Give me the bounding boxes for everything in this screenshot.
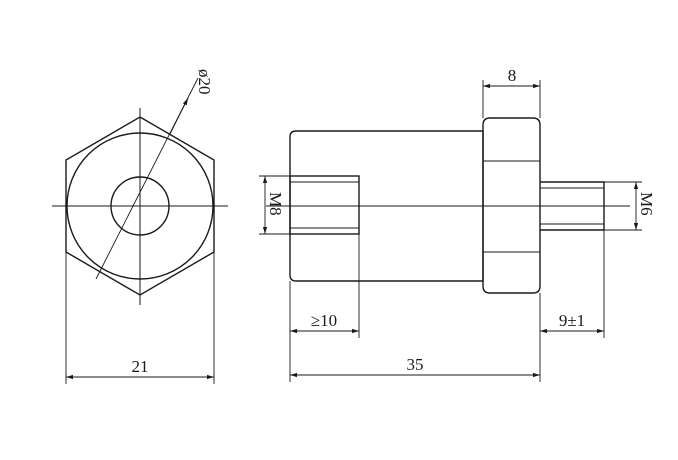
- hex-flange-outline: [482, 117, 541, 294]
- main-body-outline: [289, 130, 484, 282]
- m6-label: M6: [637, 192, 656, 216]
- depth-label: ≥10: [311, 311, 337, 330]
- stud-length-label: 9±1: [559, 311, 585, 330]
- end-view: ø20 21: [52, 69, 228, 384]
- hex-width-label: 8: [508, 66, 517, 85]
- m8-label: M8: [266, 192, 285, 216]
- across-flats-label: 21: [132, 357, 149, 376]
- side-view: 8 M8 M6 ≥10 9±1 35: [259, 66, 656, 382]
- diameter-arrow-top: [169, 97, 189, 135]
- diameter-label: ø20: [195, 69, 214, 95]
- internal-thread-bore: [289, 175, 360, 235]
- overall-length-label: 35: [407, 355, 424, 374]
